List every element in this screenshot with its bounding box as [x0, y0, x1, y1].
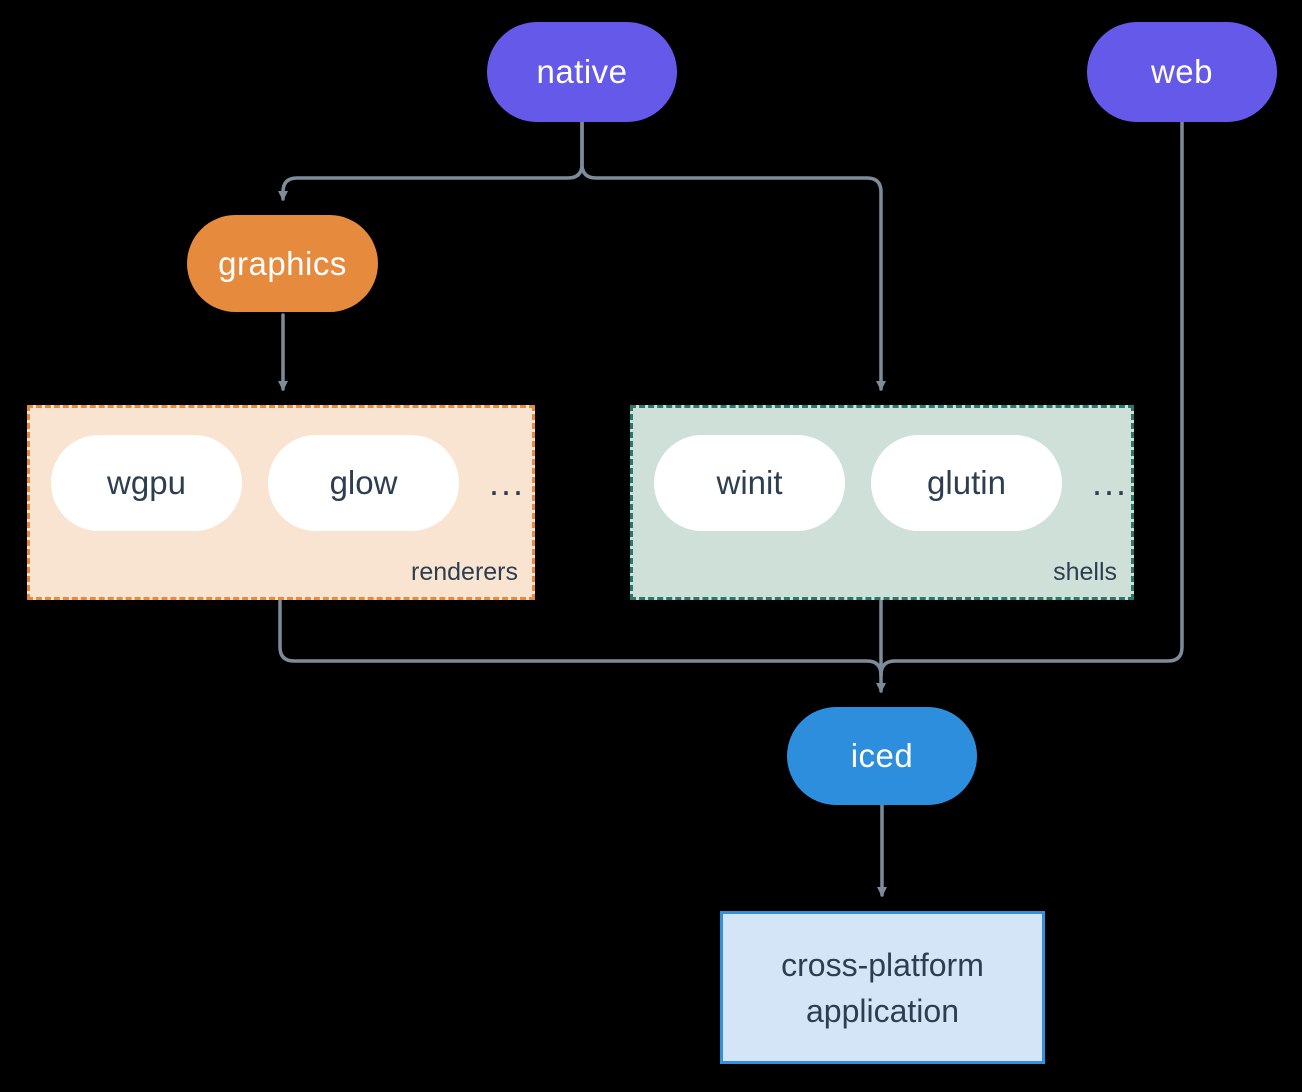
app-label-line2: application	[806, 992, 959, 1029]
edge-native-graphics	[278, 120, 584, 201]
node-glutin: glutin	[871, 435, 1062, 531]
node-native-label: native	[536, 53, 628, 90]
node-native: native	[487, 22, 677, 122]
app-label-line1: cross-platform	[781, 946, 984, 983]
renderers-ellipsis: ...	[489, 462, 526, 503]
node-wgpu-label: wgpu	[107, 464, 186, 501]
node-glow-label: glow	[329, 464, 398, 501]
node-graphics: graphics	[187, 215, 378, 312]
node-glutin-label: glutin	[927, 464, 1006, 501]
node-web-label: web	[1150, 53, 1214, 90]
edge-renderers-merge	[278, 599, 883, 677]
node-cross-platform-application: cross-platform application	[720, 911, 1045, 1064]
shells-ellipsis: ...	[1092, 462, 1129, 503]
shells-items-row: winit glutin ...	[654, 435, 1128, 531]
node-glow: glow	[268, 435, 459, 531]
node-graphics-label: graphics	[218, 244, 347, 282]
node-wgpu: wgpu	[51, 435, 242, 531]
renderers-items-row: wgpu glow ...	[51, 435, 525, 531]
edge-native-shells	[580, 120, 886, 391]
renderers-group-label: renderers	[411, 558, 518, 586]
node-winit: winit	[654, 435, 845, 531]
node-iced: iced	[787, 707, 977, 805]
node-winit-label: winit	[716, 464, 783, 501]
group-renderers: wgpu glow ... renderers	[27, 405, 535, 600]
node-web: web	[1087, 22, 1277, 122]
group-shells: winit glutin ... shells	[630, 405, 1134, 600]
shells-group-label: shells	[1053, 558, 1117, 586]
node-iced-label: iced	[850, 737, 914, 774]
